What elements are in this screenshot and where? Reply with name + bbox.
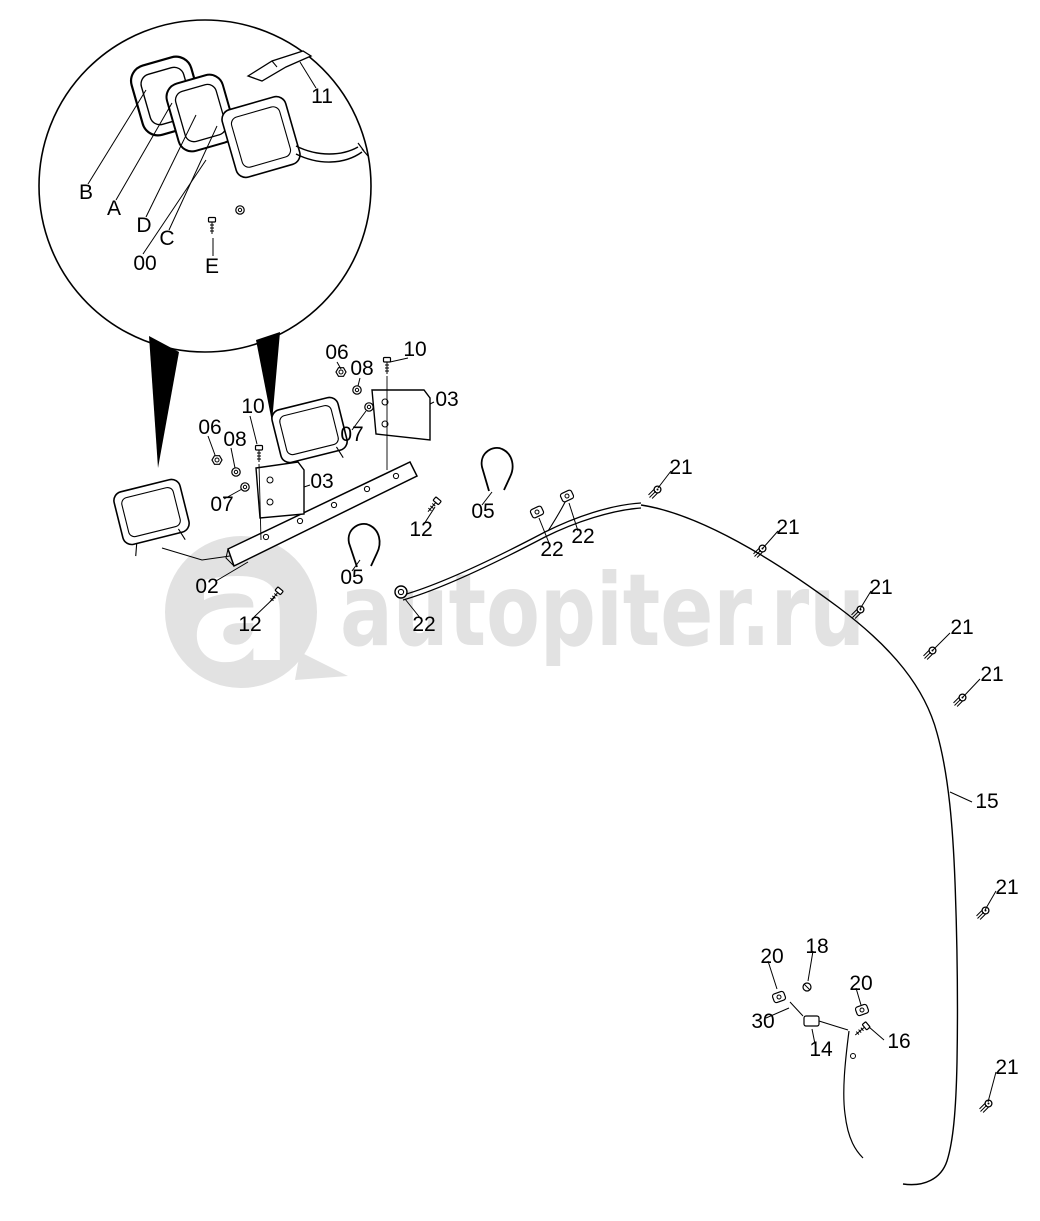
- lamp-housing: [221, 95, 301, 179]
- bolt-icon: [382, 356, 392, 375]
- part-label-02: 02: [195, 575, 218, 598]
- part-label-20: 20: [849, 972, 872, 995]
- bracket-03-lower: [255, 461, 305, 519]
- callout-pointer-left: [149, 336, 179, 468]
- bolt-icon: [254, 444, 264, 463]
- grommet-22-icon: [394, 585, 408, 599]
- part-label-21: 21: [669, 456, 692, 479]
- part-label-05: 05: [340, 566, 363, 589]
- part-label-21: 21: [995, 1056, 1018, 1079]
- part-label-07: 07: [340, 423, 363, 446]
- part-label-A: A: [107, 197, 121, 220]
- switch-wire: [843, 1030, 864, 1159]
- part-label-21: 21: [950, 616, 973, 639]
- part-label-12: 12: [238, 613, 261, 636]
- u-bolt-05: [480, 447, 514, 492]
- part-label-21: 21: [776, 516, 799, 539]
- washer-icon: [235, 205, 245, 215]
- part-label-16: 16: [887, 1030, 910, 1053]
- part-label-18: 18: [805, 935, 828, 958]
- clamp-20-icon: [854, 1003, 870, 1017]
- part-label-15: 15: [975, 790, 998, 813]
- detail-circle: [38, 19, 372, 353]
- part-label-03: 03: [310, 470, 333, 493]
- screw-12-icon: [424, 496, 442, 515]
- clip-22-icon: [559, 488, 575, 504]
- switch-cluster: [771, 982, 871, 1159]
- part-label-22: 22: [412, 613, 435, 636]
- part-label-20: 20: [760, 945, 783, 968]
- part-label-05: 05: [471, 500, 494, 523]
- part-label-21: 21: [869, 576, 892, 599]
- u-bolt-05: [347, 523, 381, 568]
- part-label-06: 06: [325, 341, 348, 364]
- clamp-20-icon: [771, 990, 787, 1004]
- leader-lines: [207, 357, 997, 1103]
- part-label-03: 03: [435, 388, 458, 411]
- part-label-21: 21: [980, 663, 1003, 686]
- part-label-22: 22: [571, 525, 594, 548]
- washer-icon: [364, 402, 374, 412]
- part-label-D: D: [136, 214, 151, 237]
- clip-22-icon: [529, 504, 545, 520]
- screw-16-icon: [852, 1021, 871, 1039]
- part-label-C: C: [159, 227, 174, 250]
- watermark: a autopiter.ru: [165, 522, 865, 696]
- screw-21-icon: [975, 906, 990, 921]
- detail-balloon-outline: [38, 19, 372, 353]
- bracket-03-upper: [371, 389, 431, 441]
- work-lamp-lower: [113, 478, 190, 557]
- washer-icon: [352, 385, 362, 395]
- work-lamp-upper: [271, 396, 348, 475]
- part-label-30: 30: [751, 1010, 774, 1033]
- part-label-E: E: [205, 255, 219, 278]
- watermark-text: autopiter.ru: [340, 552, 865, 669]
- watermark-logo-tail: [295, 652, 348, 680]
- lamp-assembly: [113, 356, 514, 605]
- lamp-gasket-ring: [165, 73, 236, 153]
- part-label-B: B: [79, 181, 93, 204]
- part-label-22: 22: [540, 538, 563, 561]
- part-label-10: 10: [241, 395, 264, 418]
- part-label-08: 08: [223, 428, 246, 451]
- part-label-08: 08: [350, 357, 373, 380]
- clip-18-icon: [802, 982, 812, 992]
- plate-14: [803, 1015, 820, 1027]
- part-label-14: 14: [809, 1038, 833, 1061]
- screw-21-icon: [647, 485, 662, 500]
- callout-pointer-right: [256, 332, 280, 422]
- lamp-wires: [295, 145, 363, 163]
- part-label-11: 11: [311, 85, 333, 108]
- washer-icon: [240, 482, 250, 492]
- part-label-12: 12: [409, 518, 432, 541]
- part-label-00: 00: [133, 252, 156, 275]
- part-label-07: 07: [210, 493, 233, 516]
- screw-21-icon: [978, 1099, 993, 1114]
- washer-icon: [231, 467, 241, 477]
- part-label-10: 10: [403, 338, 426, 361]
- part-label-06: 06: [198, 416, 221, 439]
- nut-icon: [211, 455, 223, 465]
- part-label-21: 21: [995, 876, 1018, 899]
- watermark-logo-circle: [165, 536, 317, 688]
